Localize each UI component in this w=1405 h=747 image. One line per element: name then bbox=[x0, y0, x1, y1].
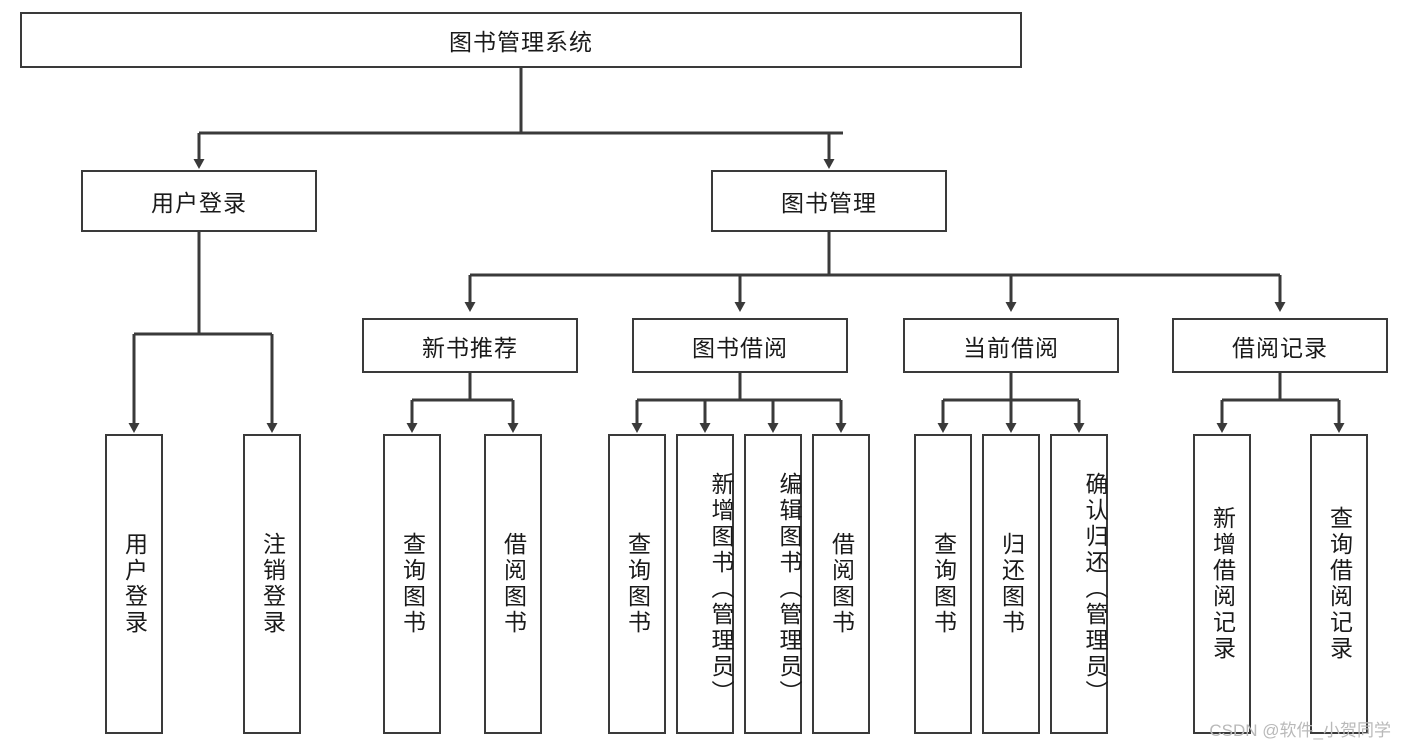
leaf-borrow-edit-book-admin[interactable]: 编辑图书（管理员） bbox=[744, 434, 802, 734]
leaf-recommend-borrow-book[interactable]: 借阅图书 bbox=[484, 434, 542, 734]
leaf-recommend-query-book[interactable]: 查询图书 bbox=[383, 434, 441, 734]
node-current-borrow[interactable]: 当前借阅 bbox=[903, 318, 1119, 373]
leaf-current-return-book[interactable]: 归还图书 bbox=[982, 434, 1040, 734]
leaf-records-query-record[interactable]: 查询借阅记录 bbox=[1310, 434, 1368, 734]
leaf-current-query-book[interactable]: 查询图书 bbox=[914, 434, 972, 734]
leaf-user-login-signin[interactable]: 用户登录 bbox=[105, 434, 163, 734]
watermark-text: CSDN @软件_小贺同学 bbox=[1209, 721, 1391, 740]
leaf-borrow-borrow-book[interactable]: 借阅图书 bbox=[812, 434, 870, 734]
node-book-borrow[interactable]: 图书借阅 bbox=[632, 318, 848, 373]
node-root-system[interactable]: 图书管理系统 bbox=[20, 12, 1022, 68]
leaf-current-confirm-return-admin[interactable]: 确认归还（管理员） bbox=[1050, 434, 1108, 734]
leaf-borrow-add-book-admin[interactable]: 新增图书（管理员） bbox=[676, 434, 734, 734]
leaf-user-login-signout[interactable]: 注销登录 bbox=[243, 434, 301, 734]
node-user-login[interactable]: 用户登录 bbox=[81, 170, 317, 232]
node-book-management[interactable]: 图书管理 bbox=[711, 170, 947, 232]
leaf-records-add-record[interactable]: 新增借阅记录 bbox=[1193, 434, 1251, 734]
leaf-borrow-query-book[interactable]: 查询图书 bbox=[608, 434, 666, 734]
node-new-book-recommend[interactable]: 新书推荐 bbox=[362, 318, 578, 373]
node-borrow-records[interactable]: 借阅记录 bbox=[1172, 318, 1388, 373]
